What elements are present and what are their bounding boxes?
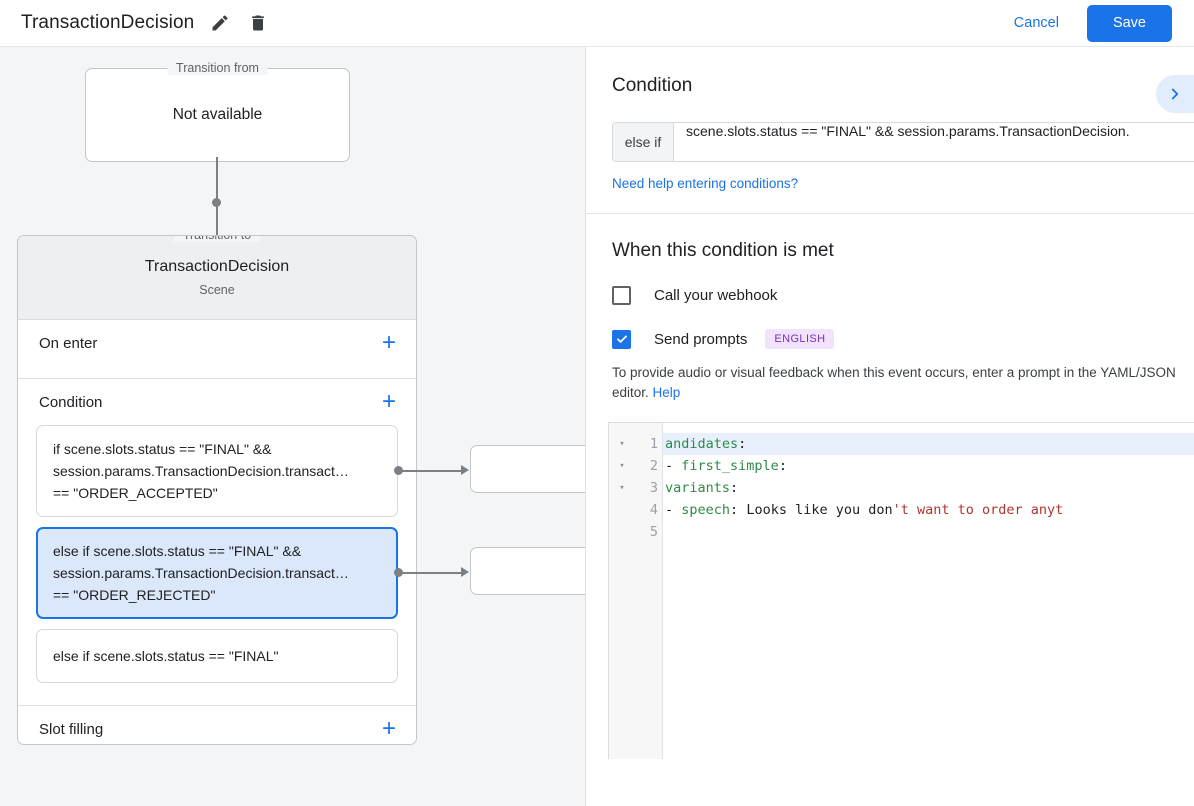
add-on-enter-button[interactable]: + <box>381 329 396 356</box>
section-condition-title: Condition <box>39 393 103 411</box>
send-prompts-checkbox[interactable] <box>612 329 631 349</box>
connector-dot <box>394 466 403 475</box>
connector-arrow-right <box>461 567 469 577</box>
add-slot-filling-button[interactable]: + <box>381 715 396 742</box>
code-token: : <box>730 480 739 496</box>
condition-chip[interactable]: if scene.slots.status == "FINAL" && sess… <box>36 425 398 517</box>
line-number: 3 <box>649 480 658 496</box>
code-token: - <box>665 458 682 474</box>
section-condition-head: Condition + <box>18 379 416 425</box>
code-token: : <box>778 458 787 474</box>
code-line[interactable] <box>663 521 1194 543</box>
webhook-row: Call your webhook <box>612 286 1194 305</box>
section-slot-filling-head: Slot filling + <box>18 706 416 744</box>
fold-toggle-icon[interactable]: ▾ <box>619 461 625 471</box>
transition-to-header: TransactionDecision Scene <box>18 236 416 320</box>
section-condition: Condition + if scene.slots.status == "FI… <box>18 379 416 706</box>
transition-from-value: Not available <box>172 106 263 123</box>
section-on-enter-head: On enter + <box>18 320 416 366</box>
code-token: : <box>730 502 747 518</box>
condition-section: Condition else if scene.slots.status == … <box>586 47 1194 214</box>
condition-chip[interactable]: else if scene.slots.status == "FINAL" <box>36 629 398 683</box>
code-token: 't want to order anyt <box>892 502 1064 518</box>
section-on-enter: On enter + <box>18 320 416 379</box>
prompt-help-link[interactable]: Help <box>652 385 681 400</box>
transition-to-node[interactable]: Transition to TransactionDecision Scene … <box>17 235 417 745</box>
code-line[interactable]: variants: <box>663 477 1194 499</box>
code-token: speech <box>681 502 731 518</box>
editor-code-area[interactable]: andidates: - first_simple: variants: - s… <box>663 423 1194 759</box>
connector-arrow-right <box>461 465 469 475</box>
connector-dot <box>394 568 403 577</box>
section-slot-filling: Slot filling + Slot validation <box>18 706 416 744</box>
fold-toggle-icon[interactable]: ▾ <box>619 439 625 449</box>
call-webhook-checkbox[interactable] <box>612 286 631 305</box>
yaml-code-editor[interactable]: ▾ ▾ ▾ 1 2 3 4 5 andidates: - first_simple: var… <box>608 422 1194 759</box>
page-title: TransactionDecision <box>21 12 195 33</box>
editor-line-number-gutter: 1 2 3 4 5 <box>635 423 663 759</box>
code-token: : <box>738 436 747 452</box>
language-badge: ENGLISH <box>765 329 835 349</box>
top-app-bar: TransactionDecision Cancel Save <box>0 0 1194 47</box>
transition-from-node[interactable]: Transition from Not available <box>85 61 350 162</box>
section-on-enter-title: On enter <box>39 334 98 352</box>
condition-help-link[interactable]: Need help entering conditions? <box>612 176 799 191</box>
when-condition-met-heading: When this condition is met <box>612 240 834 261</box>
target-node[interactable] <box>470 445 586 493</box>
save-button[interactable]: Save <box>1086 4 1172 42</box>
code-line[interactable]: andidates: <box>663 433 1194 455</box>
send-prompts-row: Send prompts ENGLISH <box>612 329 1194 349</box>
trash-icon[interactable] <box>246 11 270 35</box>
checkmark-icon <box>616 335 627 343</box>
editor-fold-gutter[interactable]: ▾ ▾ ▾ <box>609 423 635 759</box>
line-number: 4 <box>649 502 658 518</box>
condition-prefix-label: else if <box>613 123 674 161</box>
code-line[interactable]: - first_simple: <box>663 455 1194 477</box>
chevron-right-icon[interactable] <box>1156 75 1194 113</box>
condition-input-row[interactable]: else if scene.slots.status == "FINAL" &&… <box>612 122 1194 162</box>
cancel-button[interactable]: Cancel <box>1002 7 1071 39</box>
flow-canvas[interactable]: Transition from Not available Transition… <box>0 47 586 806</box>
fold-toggle-icon[interactable]: ▾ <box>619 483 625 493</box>
transition-from-legend: Transition from <box>167 61 268 75</box>
line-number: 5 <box>649 524 658 540</box>
code-line[interactable]: - speech: Looks like you don't want to o… <box>663 499 1194 521</box>
condition-chip[interactable]: else if scene.slots.status == "FINAL" &&… <box>36 527 398 619</box>
target-node[interactable] <box>470 547 586 595</box>
send-prompts-label[interactable]: Send prompts <box>654 330 748 348</box>
connector-dot <box>212 198 221 207</box>
connector-line <box>399 470 461 472</box>
call-webhook-label[interactable]: Call your webhook <box>654 287 778 304</box>
transition-to-legend: Transition to <box>173 236 261 242</box>
code-token: first_simple <box>681 458 779 474</box>
pencil-icon[interactable] <box>208 11 232 35</box>
code-token: andidates <box>665 436 739 452</box>
connector-line <box>399 572 461 574</box>
condition-expression-input[interactable]: scene.slots.status == "FINAL" && session… <box>674 123 1194 161</box>
code-token: Looks like you don <box>746 502 893 518</box>
line-number: 1 <box>649 436 658 452</box>
prompt-description-text: To provide audio or visual feedback when… <box>612 365 1176 400</box>
code-token: variants <box>665 480 731 496</box>
section-slot-filling-title: Slot filling <box>39 720 104 738</box>
add-condition-button[interactable]: + <box>381 388 396 415</box>
line-number: 2 <box>649 458 658 474</box>
code-token: - <box>665 502 682 518</box>
transition-to-title: TransactionDecision <box>144 258 290 275</box>
panel-divider <box>585 47 586 806</box>
condition-heading: Condition <box>612 75 693 96</box>
transition-to-subtitle: Scene <box>199 283 235 297</box>
prompt-description: To provide audio or visual feedback when… <box>612 363 1177 403</box>
